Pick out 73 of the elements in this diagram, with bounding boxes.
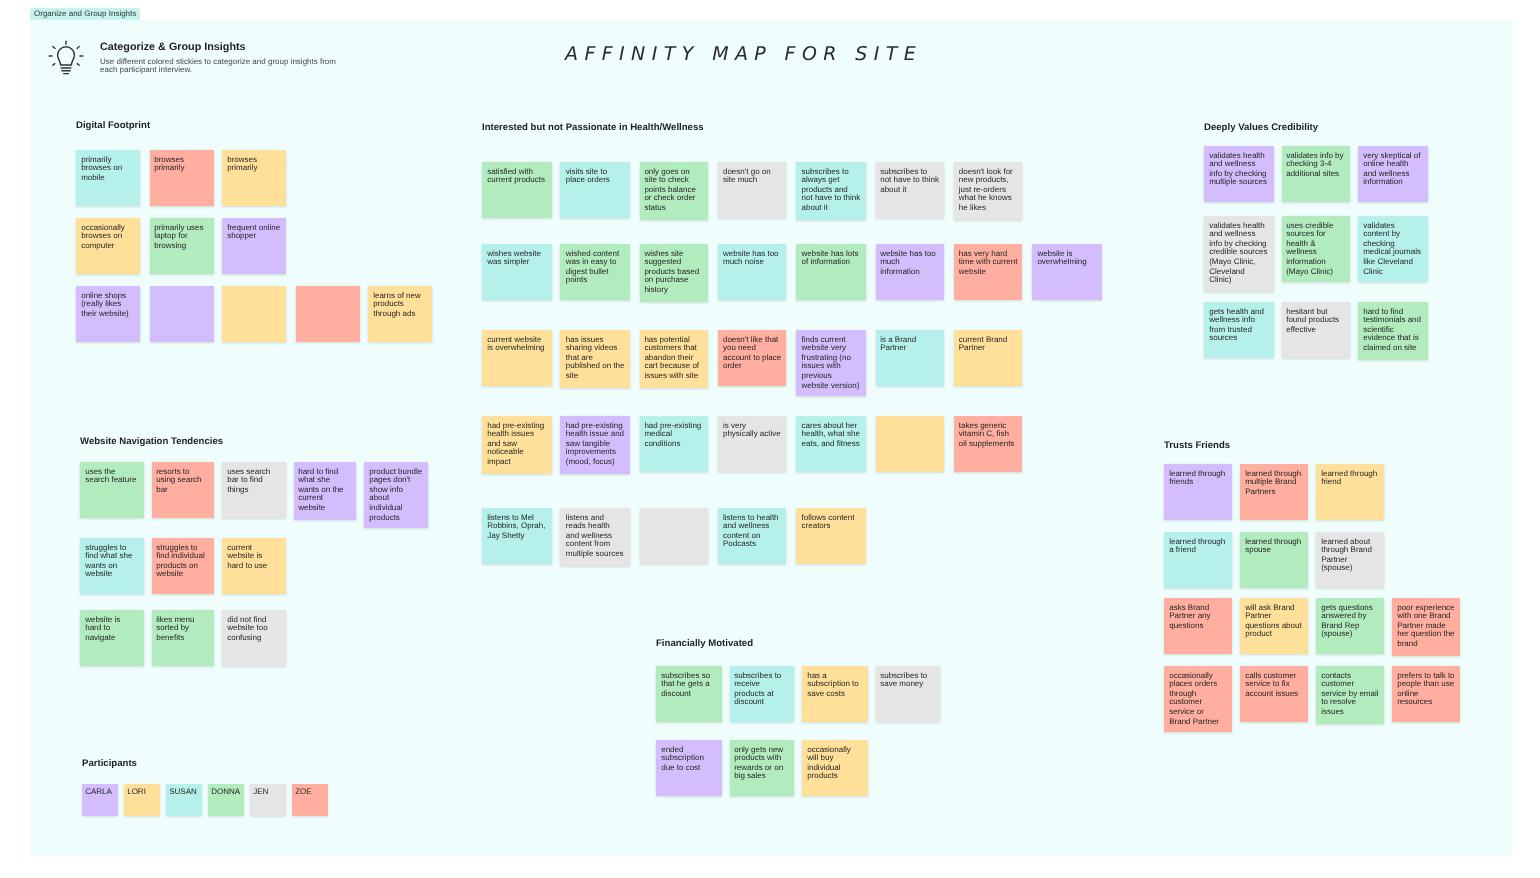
sticky-note xyxy=(717,330,787,386)
sticky-note xyxy=(1392,666,1460,722)
sticky-note xyxy=(717,162,787,218)
sticky-note xyxy=(875,244,944,300)
sticky-note xyxy=(717,416,787,472)
sticky-note xyxy=(1281,302,1350,358)
sticky-note xyxy=(1240,598,1308,654)
sticky-note xyxy=(1316,464,1384,520)
sticky-note xyxy=(875,416,944,472)
sticky-note xyxy=(953,416,1023,472)
sticky-note xyxy=(151,462,214,518)
sticky-note xyxy=(1164,532,1232,588)
sticky-note xyxy=(222,218,286,274)
sticky-note xyxy=(639,162,709,220)
sticky-note xyxy=(656,740,721,796)
sticky-note xyxy=(1240,532,1308,588)
sticky-note xyxy=(953,244,1023,300)
map-title: AFFINITY MAP FOR SITE xyxy=(565,44,923,66)
sticky-note xyxy=(222,610,285,666)
sticky-note xyxy=(560,244,630,300)
sticky-note xyxy=(295,286,359,342)
sticky-note xyxy=(222,286,286,342)
sticky-note xyxy=(149,150,213,206)
sticky-note xyxy=(368,286,432,342)
sticky-note xyxy=(1204,146,1273,202)
sticky-note xyxy=(875,330,944,386)
sticky-note xyxy=(639,416,709,472)
sticky-note xyxy=(1204,302,1273,358)
sticky-note xyxy=(1281,146,1350,202)
sticky-note xyxy=(1164,666,1232,733)
sticky-note xyxy=(222,462,285,518)
sticky-note xyxy=(151,538,214,594)
sticky-note xyxy=(293,462,356,520)
sticky-note xyxy=(76,218,140,274)
sticky-note xyxy=(76,150,140,206)
sticky-note xyxy=(222,150,286,206)
sticky-note xyxy=(149,218,213,274)
sticky-note xyxy=(76,286,140,342)
sticky-note xyxy=(1281,216,1350,283)
sticky-note xyxy=(875,666,940,722)
sticky-note xyxy=(717,508,787,564)
sticky-note xyxy=(1358,146,1427,202)
sticky-note xyxy=(802,740,867,796)
sticky-note xyxy=(639,508,709,564)
sticky-note xyxy=(1316,598,1384,654)
sticky-note xyxy=(802,666,867,722)
sticky-note xyxy=(80,610,143,666)
sticky-note xyxy=(729,740,794,796)
sticky-note xyxy=(1316,532,1384,588)
sticky-note xyxy=(796,416,866,472)
sticky-note xyxy=(80,538,143,594)
sticky-note xyxy=(1240,666,1308,722)
sticky-note xyxy=(80,462,143,518)
sticky-note xyxy=(482,330,551,386)
sticky-note xyxy=(1240,464,1308,520)
sticky-note xyxy=(482,508,551,564)
sticky-note xyxy=(149,286,213,342)
sticky-note xyxy=(560,162,630,218)
sticky-note xyxy=(1164,464,1232,520)
sticky-note xyxy=(796,508,866,564)
sticky-note xyxy=(482,244,551,300)
sticky-note xyxy=(151,610,214,666)
sticky-note xyxy=(656,666,721,722)
sticky-note xyxy=(953,330,1023,386)
sticky-note xyxy=(953,162,1023,220)
sticky-note xyxy=(1164,598,1232,654)
sticky-note xyxy=(729,666,794,722)
sticky-note xyxy=(796,244,866,300)
sticky-note xyxy=(1032,244,1102,300)
sticky-note xyxy=(875,162,944,218)
sticky-note xyxy=(717,244,787,300)
sticky-note xyxy=(222,538,285,594)
sticky-note xyxy=(482,162,551,218)
